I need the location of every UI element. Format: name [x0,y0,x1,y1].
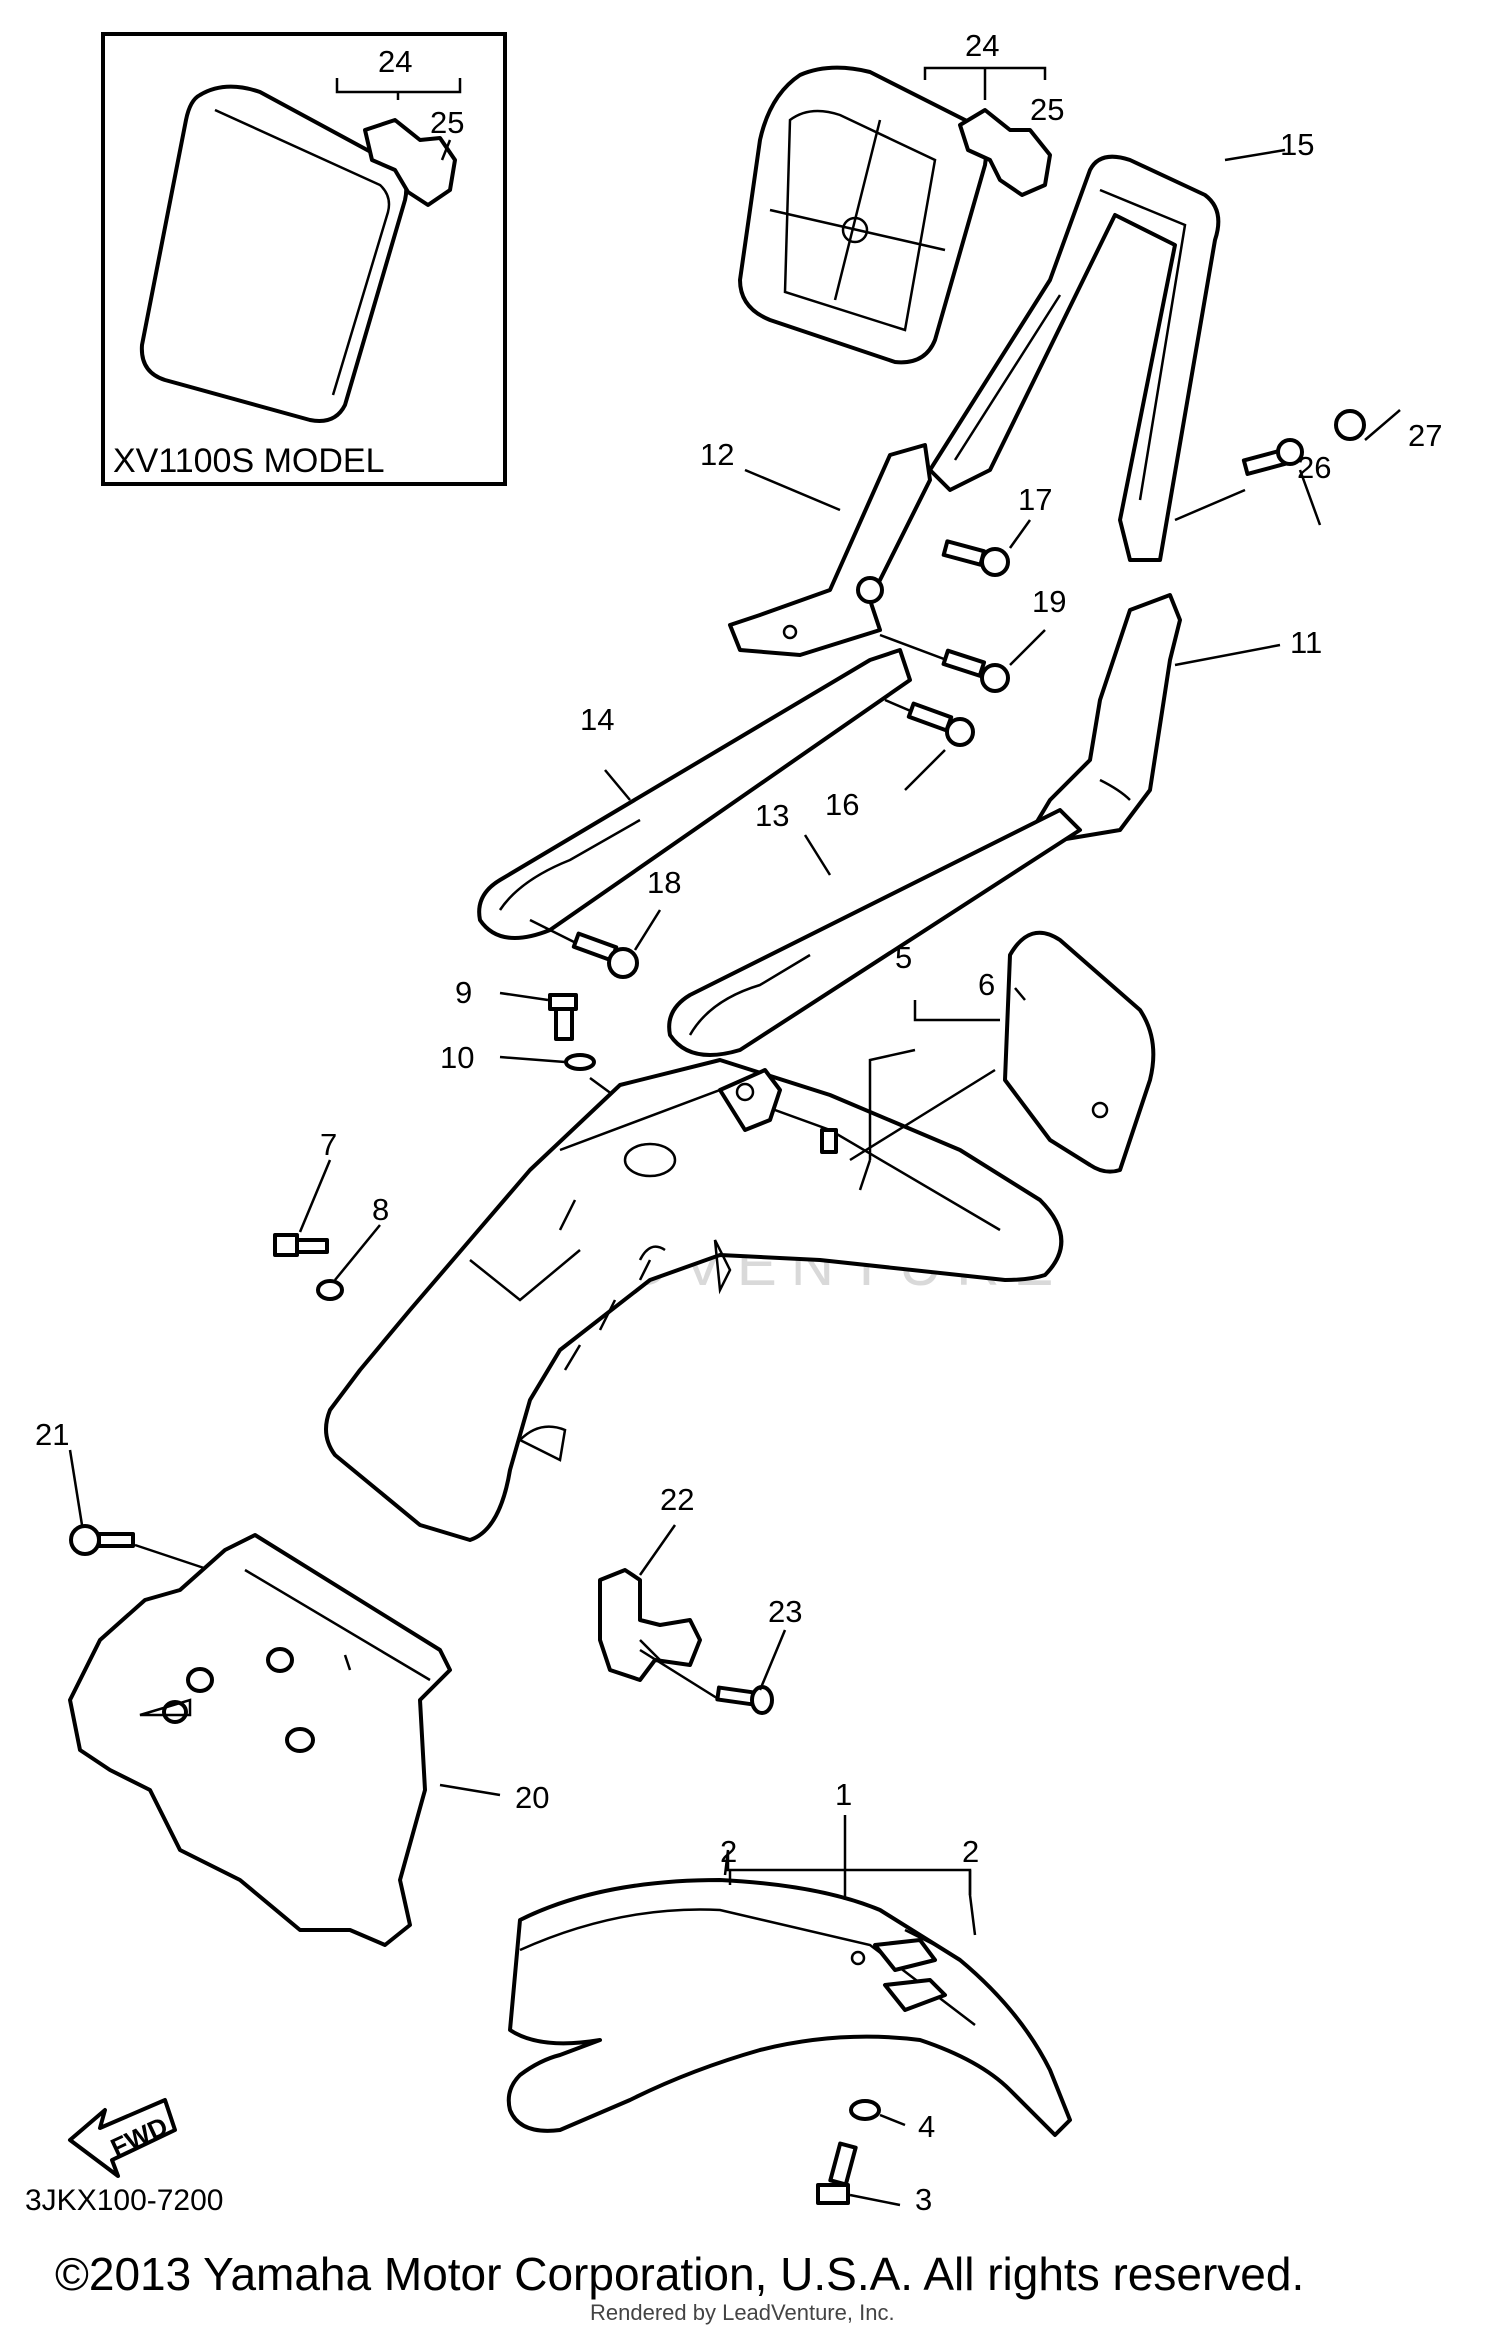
callout-18: 18 [647,865,681,900]
backrest-pad [738,65,1052,365]
screw-23 [639,1648,774,1715]
callout-4: 4 [918,2109,935,2144]
bracket-inset [363,118,457,207]
callout-7: 7 [320,1127,337,1162]
callout-17: 17 [1018,482,1052,517]
flap-6 [1003,930,1156,1174]
callout-19: 19 [1032,584,1066,619]
side-plate-left [728,443,932,657]
callout-21: 21 [35,1417,69,1452]
diagram-code: 3JKX100-7200 [25,2184,224,2217]
callout-24: 24 [965,28,999,63]
callout-23: 23 [768,1594,802,1629]
inset-xv1100s-model: 24 25 XV1100S MODEL [101,32,507,486]
bolt-17 [941,539,1010,577]
side-bar-13 [667,808,1082,1057]
bracket-22 [598,1568,702,1682]
bolt-7 [273,1233,329,1257]
front-fender [506,1878,1072,2137]
callout-9: 9 [455,975,472,1010]
bolt-18 [529,918,639,979]
callout-3: 3 [915,2182,932,2217]
copyright-text: ©2013 Yamaha Motor Corporation, U.S.A. A… [55,2248,1304,2300]
bolt-26 [1174,438,1304,522]
washer-8 [316,1279,344,1301]
callout-26: 26 [1297,450,1331,485]
callout-20: 20 [515,1780,549,1815]
rendered-by-text: Rendered by LeadVenture, Inc. [590,2300,895,2325]
callout-27: 27 [1408,418,1442,453]
callout-5: 5 [895,940,912,975]
callout-2-right: 2 [962,1834,979,1869]
bolt-3 [816,2141,858,2205]
fender-bracket [718,1068,782,1132]
callout-16: 16 [825,787,859,822]
callout-6: 6 [978,967,995,1002]
sissy-bar-frame [928,154,1221,562]
bolt-16 [884,698,975,747]
nut-27 [1334,409,1366,441]
washer-4 [849,2099,881,2121]
side-bar-14 [477,648,912,940]
callout-22: 22 [660,1482,694,1517]
callout-10: 10 [440,1040,474,1075]
rear-fender-main [324,1058,1064,1542]
bolt-21 [69,1524,241,1582]
pad-bracket [958,108,1052,197]
side-plate-right [1033,593,1182,842]
inner-fender-20 [68,1533,452,1947]
inset-model-label: XV1100S MODEL [113,442,385,480]
callout-25-inset: 25 [430,105,464,140]
callout-24-inset: 24 [378,44,412,79]
callout-15: 15 [1280,127,1314,162]
callout-12: 12 [700,437,734,472]
callout-2-left: 2 [720,1834,737,1869]
bolt-19 [879,633,1010,693]
callout-14: 14 [580,702,614,737]
callout-1: 1 [835,1777,852,1812]
callout-25: 25 [1030,92,1064,127]
bolt-9 [548,993,578,1041]
callout-13: 13 [755,798,789,833]
callout-8: 8 [372,1192,389,1227]
fwd-direction-arrow: FWD [68,2098,177,2178]
callout-11: 11 [1290,625,1322,660]
backrest-pad-inset [139,84,409,423]
